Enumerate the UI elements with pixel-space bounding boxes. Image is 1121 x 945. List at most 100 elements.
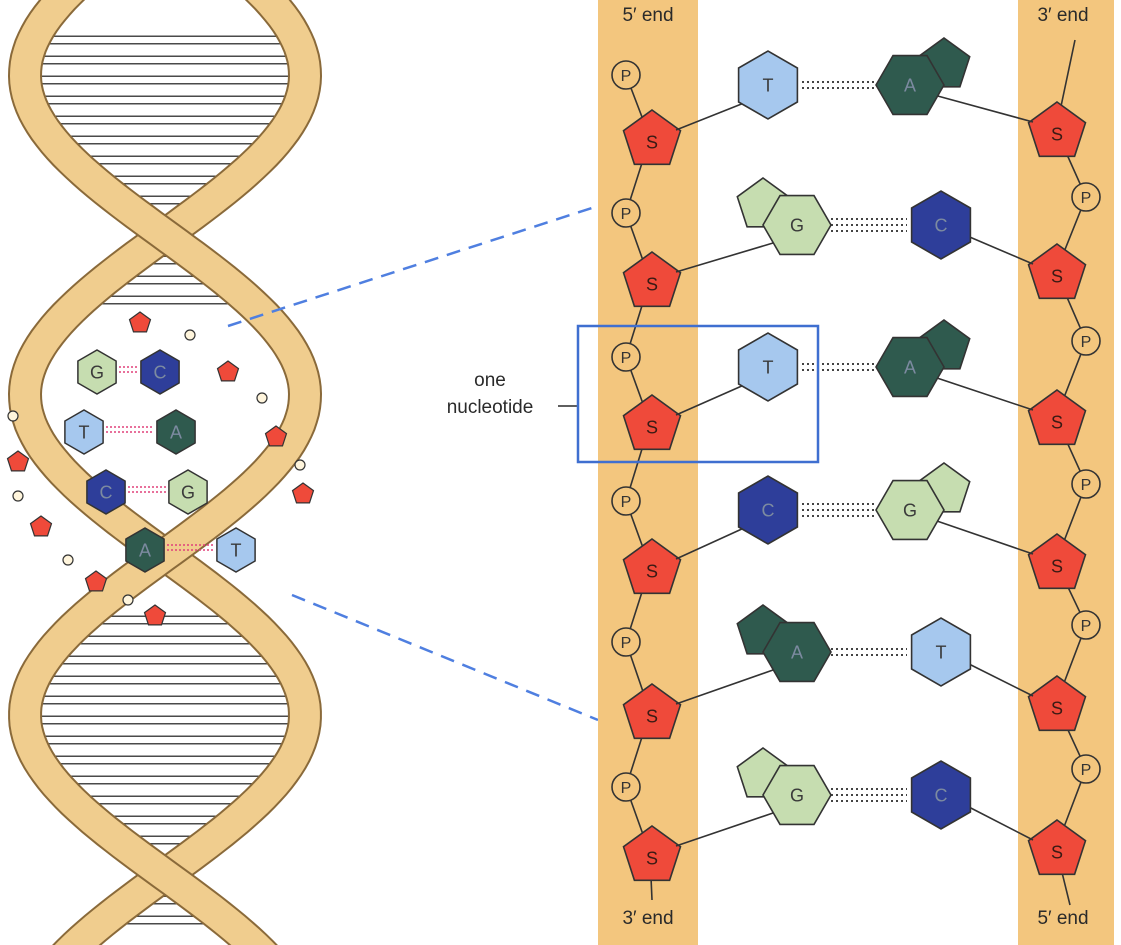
phosphate-right — [1071, 754, 1101, 784]
phosphate-right-label: P — [1081, 618, 1092, 635]
base-a-label: A — [904, 75, 916, 95]
phosphate-left-label: P — [621, 780, 632, 797]
helix-sugar — [264, 425, 288, 447]
sugar-left-label: S — [646, 848, 658, 868]
phosphate-right — [1071, 469, 1101, 499]
label-left-bottom-end: 3′ end — [622, 908, 673, 929]
phosphate-left — [611, 198, 641, 228]
base-c-label: C — [935, 785, 948, 805]
phosphate-left-label: P — [621, 350, 632, 367]
helix-base-g — [168, 469, 208, 515]
base-t — [737, 50, 799, 120]
phosphate-right-label: P — [1081, 334, 1092, 351]
zoom-line-bottom — [291, 593, 599, 722]
glycosidic-bond-left — [675, 384, 745, 416]
base-c-label: C — [762, 500, 775, 520]
sugar-left — [622, 683, 682, 740]
sugar-left — [622, 394, 682, 451]
base-g — [875, 479, 945, 541]
helix-base-c-label: C — [154, 362, 167, 382]
nucleotide-label-line1: one — [474, 370, 506, 391]
helix-base-g-label: G — [181, 482, 195, 502]
helix-base-t-label: T — [231, 540, 242, 560]
glycosidic-bond-right — [964, 661, 1034, 697]
glycosidic-bond-right — [933, 519, 1034, 555]
base-g — [762, 194, 832, 256]
phosphate-left-label: P — [621, 68, 632, 85]
base-g-label: G — [790, 785, 804, 805]
glycosidic-bond-left — [675, 669, 774, 705]
base-t-label: T — [936, 642, 947, 662]
base-c — [910, 760, 972, 830]
helix-phosphate — [62, 554, 74, 566]
label-left-top-end: 5′ end — [622, 5, 673, 26]
phosphate-right — [1071, 182, 1101, 212]
sugar-right-label: S — [1051, 556, 1063, 576]
sugar-left — [622, 538, 682, 595]
helix-base-g-label: G — [90, 362, 104, 382]
sugar-right — [1027, 675, 1087, 732]
helix-sugar — [6, 450, 30, 472]
sugar-right-label: S — [1051, 842, 1063, 862]
helix-sugar — [84, 570, 108, 592]
helix-base-a-label: A — [139, 540, 151, 560]
sugar-right — [1027, 533, 1087, 590]
helix-base-c-label: C — [100, 482, 113, 502]
base-a-label: A — [791, 642, 803, 662]
glycosidic-bond-right — [964, 804, 1034, 841]
base-t — [737, 332, 799, 402]
glycosidic-bond-left — [675, 812, 774, 847]
helix-base-a-label: A — [170, 422, 182, 442]
helix-base-c — [86, 469, 126, 515]
helix-base-t-label: T — [79, 422, 90, 442]
base-t-label: T — [763, 75, 774, 95]
helix-ribbon-b — [9, 0, 321, 945]
helix-phosphate — [294, 459, 306, 471]
sugar-left-label: S — [646, 561, 658, 581]
glycosidic-bond-left — [675, 102, 745, 131]
base-g-label: G — [790, 215, 804, 235]
helix-phosphate — [256, 392, 268, 404]
base-t — [910, 617, 972, 687]
helix-base-t — [64, 409, 104, 455]
base-g — [762, 764, 832, 826]
base-t-label: T — [763, 357, 774, 377]
helix-base-t — [216, 527, 256, 573]
phosphate-left — [611, 60, 641, 90]
base-c — [737, 475, 799, 545]
glycosidic-bond-right — [933, 376, 1034, 411]
nucleotide-selection-box — [576, 324, 820, 464]
helix-phosphate — [122, 594, 134, 606]
phosphate-right-label: P — [1081, 477, 1092, 494]
sugar-right — [1027, 101, 1087, 158]
right-strand-band — [1018, 0, 1114, 945]
helix-sugar — [291, 482, 315, 504]
nucleotide-label-line2: nucleotide — [447, 397, 534, 418]
helix-sugar — [128, 311, 152, 333]
helix-phosphate — [12, 490, 24, 502]
helix-base-a — [125, 527, 165, 573]
phosphate-left-label: P — [621, 494, 632, 511]
sugar-right-label: S — [1051, 412, 1063, 432]
sugar-left — [622, 825, 682, 882]
glycosidic-bond-right — [933, 94, 1034, 123]
sugar-right — [1027, 243, 1087, 300]
sugar-left-label: S — [646, 274, 658, 294]
base-a — [762, 621, 832, 683]
zoom-line-top — [227, 204, 599, 328]
helix-sugar — [216, 360, 240, 382]
sugar-right — [1027, 819, 1087, 876]
phosphate-left — [611, 772, 641, 802]
phosphate-right — [1071, 610, 1101, 640]
sugar-right-label: S — [1051, 124, 1063, 144]
label-right-top-end: 3′ end — [1037, 5, 1088, 26]
helix-phosphate — [7, 410, 19, 422]
sugar-right — [1027, 389, 1087, 446]
helix-phosphate — [184, 329, 196, 341]
phosphate-left-label: P — [621, 635, 632, 652]
sugar-right-label: S — [1051, 698, 1063, 718]
glycosidic-bond-left — [675, 242, 774, 273]
base-a — [875, 54, 945, 116]
